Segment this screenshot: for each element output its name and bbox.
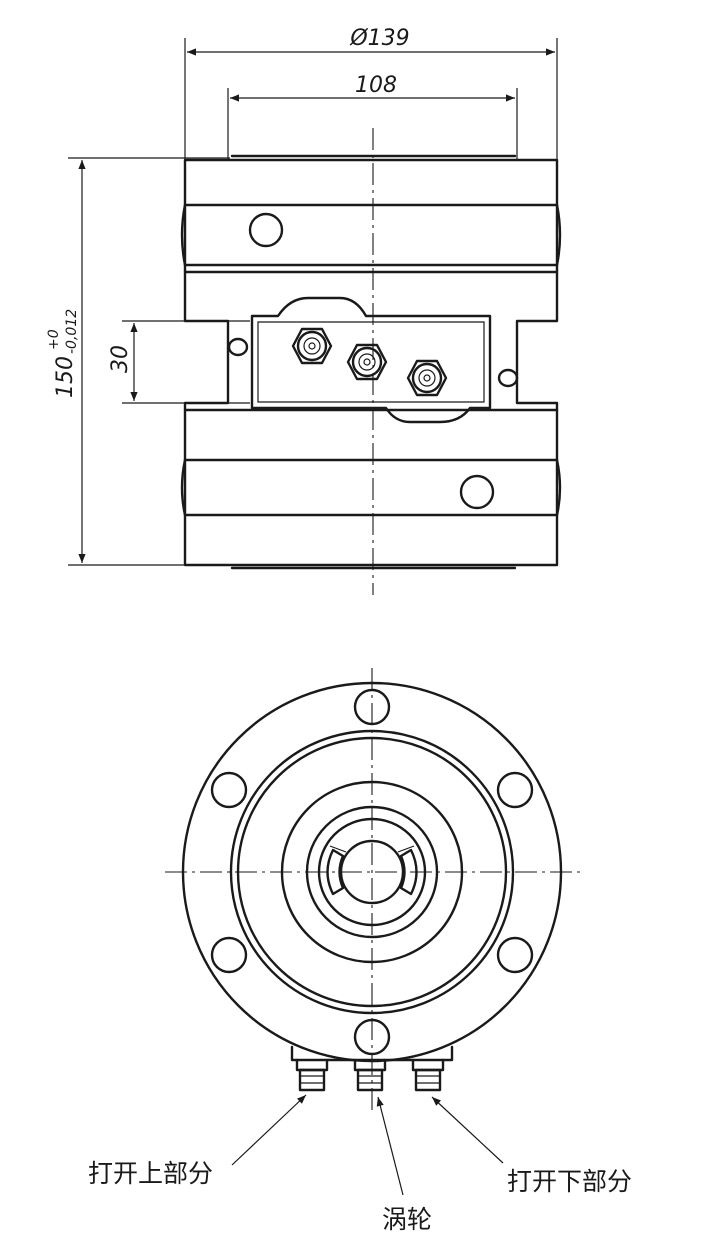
label-open-upper: 打开上部分 bbox=[88, 1159, 213, 1188]
connector-open-lower bbox=[406, 359, 448, 397]
leader-open-upper bbox=[231, 1094, 307, 1166]
leader-worm-gear bbox=[376, 1096, 404, 1196]
flange-bolt-hole bbox=[210, 771, 248, 809]
port-height-label: 30 bbox=[108, 345, 133, 373]
front-view bbox=[165, 668, 580, 1112]
mounting-hole bbox=[459, 474, 495, 510]
connector-plate bbox=[250, 296, 492, 424]
height-tolerance-lower: -0,012 bbox=[64, 309, 80, 354]
pin-hole bbox=[497, 368, 519, 388]
side-view: Ø139 108 150 +0 -0,012 30 bbox=[46, 26, 562, 595]
front-connector-worm-gear bbox=[353, 1058, 387, 1092]
leader-open-lower bbox=[431, 1096, 504, 1164]
flange-bolt-hole bbox=[210, 936, 248, 974]
mounting-hole bbox=[248, 212, 284, 248]
pin-hole bbox=[227, 337, 249, 357]
height-label: 150 bbox=[53, 356, 78, 398]
housing-outline bbox=[183, 158, 559, 567]
connector-worm-gear bbox=[346, 343, 388, 381]
front-connector-open-upper bbox=[295, 1058, 329, 1092]
label-worm-gear: 涡轮 bbox=[382, 1205, 432, 1234]
height-tolerance-upper: +0 bbox=[46, 329, 62, 350]
callouts: 打开上部分 涡轮 打开下部分 bbox=[88, 1094, 632, 1234]
width-label: 108 bbox=[355, 73, 397, 98]
front-connector-open-lower bbox=[411, 1058, 445, 1092]
label-open-lower: 打开下部分 bbox=[507, 1167, 632, 1196]
connector-open-upper bbox=[291, 327, 333, 365]
diameter-label: Ø139 bbox=[349, 26, 409, 51]
flange-bolt-hole bbox=[496, 771, 534, 809]
flange-bolt-hole bbox=[496, 936, 534, 974]
